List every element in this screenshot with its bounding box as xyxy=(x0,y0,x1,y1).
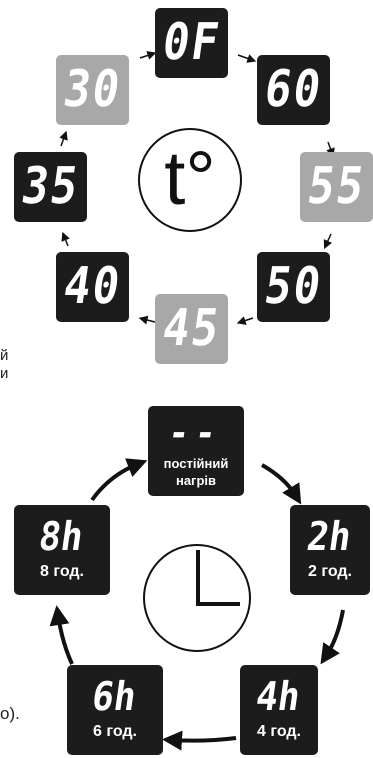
timer-step-continuous: -- постійний нагрів xyxy=(148,406,244,496)
timer-step-6h: 6h 6 год. xyxy=(67,665,163,755)
temp-step-45: 45 xyxy=(155,294,228,364)
arrow-50-45 xyxy=(236,316,254,325)
temp-step-label: 45 xyxy=(158,299,225,358)
temp-step-60: 60 xyxy=(257,55,330,125)
arrow-60-55 xyxy=(326,141,335,158)
timer-display: 8h xyxy=(36,514,86,560)
timer-step-4h: 4h 4 год. xyxy=(240,665,318,755)
side-text-line-1: й xyxy=(0,347,9,364)
temp-step-label: 40 xyxy=(59,257,126,316)
arrow-6h-8h xyxy=(49,605,74,665)
timer-caption: 6 год. xyxy=(93,723,137,740)
timer-step-8h: 8h 8 год. xyxy=(14,505,110,595)
temp-step-label: 50 xyxy=(260,257,327,316)
arrow-continuous-2h xyxy=(261,463,302,505)
temp-step-label: 30 xyxy=(59,60,126,119)
arrow-35-30 xyxy=(59,130,68,147)
timer-display: 6h xyxy=(89,674,139,720)
timer-caption: 4 год. xyxy=(257,723,301,740)
temp-step-55: 55 xyxy=(300,152,373,222)
temp-step-40: 40 xyxy=(56,252,129,322)
temp-step-label: 60 xyxy=(260,60,327,119)
timer-caption: нагрів xyxy=(175,473,217,488)
temp-step-label: 0F xyxy=(158,13,225,72)
timer-caption: постійний xyxy=(163,456,229,471)
thermo-circle xyxy=(138,128,242,232)
temp-step-0F: 0F xyxy=(155,8,228,78)
arrow-30-0F xyxy=(139,51,157,60)
temp-step-50: 50 xyxy=(257,252,330,322)
side-text-line-3: о). xyxy=(0,704,20,723)
timer-display: 2h xyxy=(304,514,354,560)
arrow-45-40 xyxy=(138,315,156,325)
timer-caption: 8 год. xyxy=(40,563,84,580)
arrow-8h-continuous xyxy=(90,458,148,502)
timer-caption: 2 год. xyxy=(308,563,352,580)
temp-step-label: 55 xyxy=(303,157,370,216)
arrow-55-50 xyxy=(323,233,332,250)
temp-step-30: 30 xyxy=(56,55,129,125)
side-text-line-2: и xyxy=(0,365,9,382)
timer-step-2h: 2h 2 год. xyxy=(290,505,370,595)
arrow-4h-6h xyxy=(162,730,237,751)
temp-step-label: 35 xyxy=(17,157,84,216)
clock-circle xyxy=(143,544,251,652)
timer-display: 4h xyxy=(253,674,303,720)
arrow-40-35 xyxy=(61,231,70,247)
thermo-symbol: t° xyxy=(164,136,216,221)
arrow-0F-60 xyxy=(237,54,257,63)
temp-step-35: 35 xyxy=(14,152,87,222)
timer-display: -- xyxy=(165,411,225,456)
arrow-2h-4h xyxy=(320,609,345,665)
